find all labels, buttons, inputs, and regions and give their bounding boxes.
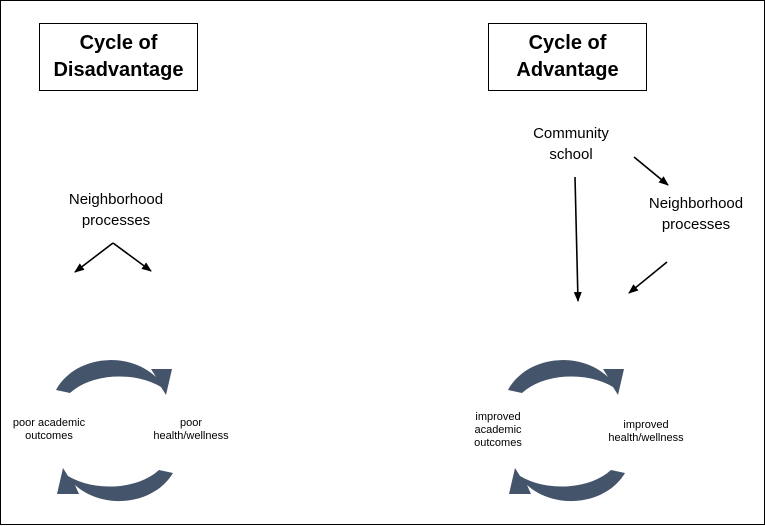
left-outcome-health: poor health/wellness [153,417,229,442]
community-arrow-down [573,176,582,302]
right-outcome-health: improved health/wellness [608,419,684,444]
community-school-label: Community school [533,125,609,163]
left-neighborhood-label: Neighborhood processes [68,191,164,229]
right-outcome-academic: improved academic outcomes [474,411,522,449]
left-cycle-top-arrow [56,360,172,395]
neighborhood-arrow-down [628,261,668,294]
right-cycle-top-arrow [508,360,624,395]
right-neighborhood-label: Neighborhood processes [648,195,744,233]
community-arrow-to-neighborhood [633,156,669,186]
right-cycle-bottom-arrow [509,468,625,502]
title-advantage: Cycle of Advantage [488,23,647,91]
left-cycle-bottom-arrow [57,468,173,502]
title-disadvantage: Cycle of Disadvantage [39,23,198,91]
left-arrow-to-health [112,242,152,272]
left-outcome-academic: poor academic outcomes [12,417,86,442]
left-arrow-to-academic [74,242,114,273]
